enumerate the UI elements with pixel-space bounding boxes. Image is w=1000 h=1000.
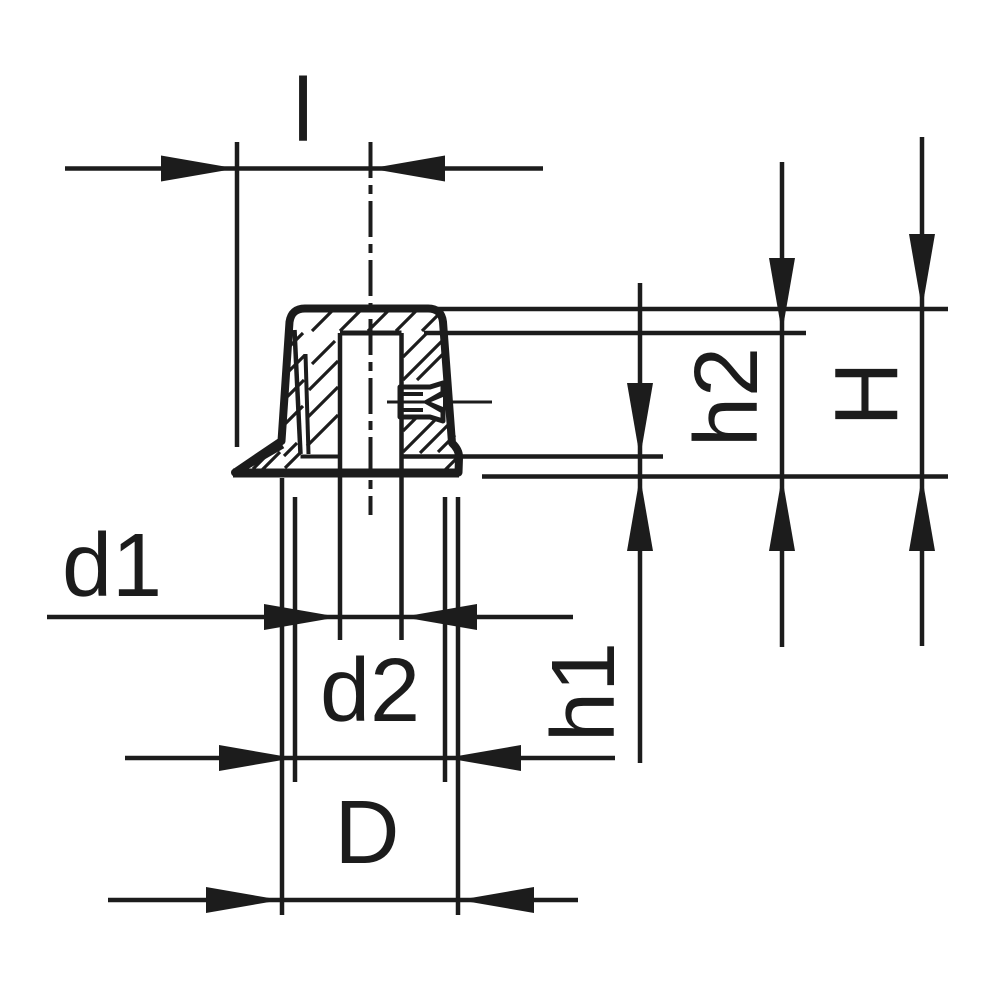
dim-label-d1: d1	[62, 516, 162, 616]
dim-D-arrow-right	[459, 887, 534, 913]
dim-label-h1: h1	[534, 642, 634, 742]
dimension-h2: h2	[424, 162, 806, 647]
dim-h1-arrow-top	[627, 383, 653, 458]
dimension-h1: h1	[403, 283, 948, 763]
dim-label-H: H	[817, 362, 917, 427]
knob-outline	[231, 304, 464, 477]
dim-d2-arrow-left	[219, 745, 294, 771]
dim-l-arrow-right	[370, 155, 445, 182]
dim-label-h2: h2	[677, 347, 777, 447]
dimension-d1: d1	[47, 516, 573, 630]
knob-body	[231, 142, 492, 640]
dim-l-arrow-left	[161, 155, 236, 182]
dimension-H: H	[436, 137, 948, 646]
dim-d1-arrow-left	[264, 604, 339, 630]
dim-h2-arrow-top	[769, 258, 795, 333]
dim-d2-arrow-right	[446, 745, 521, 771]
dim-label-D: D	[335, 783, 400, 883]
dimension-D: D	[108, 478, 578, 915]
inner-wall-lines	[292, 329, 339, 459]
dimension-d2: d2	[125, 497, 615, 782]
dim-d1-arrow-right	[402, 604, 477, 630]
dim-H-arrow-bottom	[909, 476, 935, 551]
dim-label-l: l	[293, 61, 313, 161]
set-screw	[387, 380, 492, 424]
dim-D-arrow-left	[206, 887, 281, 913]
dim-h1-arrow-bottom	[627, 476, 653, 551]
set-screw-body	[397, 380, 446, 424]
dim-label-d2: d2	[320, 641, 420, 741]
dim-h2-arrow-bottom	[769, 476, 795, 551]
dimension-l: l	[65, 61, 543, 447]
dim-H-arrow-top	[909, 234, 935, 309]
